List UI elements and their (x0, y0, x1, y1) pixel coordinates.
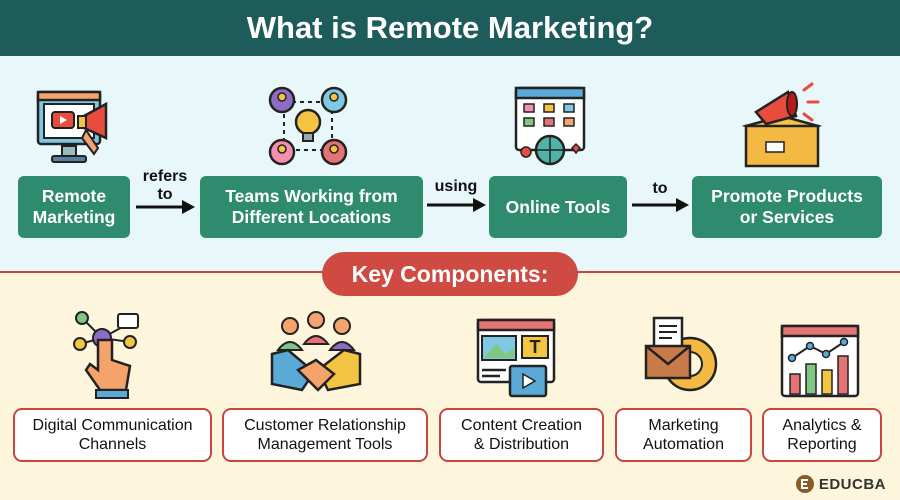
flow-box-promote: Promote Products or Services (692, 176, 882, 238)
connector-label-to: to (652, 180, 668, 197)
logo-text: EDUCBA (818, 475, 886, 493)
connector-label-refers-to: refers to (142, 168, 188, 203)
promotion-box-icon (741, 82, 823, 168)
flow-box-online-tools: Online Tools (489, 176, 627, 238)
educba-logo: EDUCBA (795, 474, 886, 494)
svg-text:T: T (530, 337, 541, 357)
arrow-right-icon (427, 198, 486, 212)
connector-label-using: using (434, 178, 478, 195)
header-bar: What is Remote Marketing? (0, 0, 900, 56)
component-content-creation: Content Creation & Distribution (439, 408, 604, 462)
communication-hand-icon (73, 311, 139, 399)
email-automation-icon (644, 316, 718, 392)
team-network-icon (268, 86, 348, 166)
page-title: What is Remote Marketing? (246, 10, 654, 45)
web-tools-icon (514, 86, 586, 166)
components-section (0, 272, 900, 500)
flow-box-teams: Teams Working from Different Locations (200, 176, 423, 238)
flow-box-remote-marketing: Remote Marketing (18, 176, 130, 238)
educba-logo-icon (795, 475, 814, 493)
monitor-megaphone-icon (36, 90, 108, 163)
component-analytics-reporting: Analytics & Reporting (762, 408, 882, 462)
component-digital-communication: Digital Communication Channels (13, 408, 212, 462)
content-media-icon: T (476, 318, 556, 398)
arrow-right-icon (136, 200, 195, 214)
handshake-crm-icon (270, 311, 362, 392)
component-crm-tools: Customer Relationship Management Tools (222, 408, 428, 462)
analytics-chart-icon (780, 324, 860, 398)
component-marketing-automation: Marketing Automation (615, 408, 752, 462)
key-components-heading: Key Components: (322, 252, 578, 296)
arrow-right-icon (632, 198, 689, 212)
